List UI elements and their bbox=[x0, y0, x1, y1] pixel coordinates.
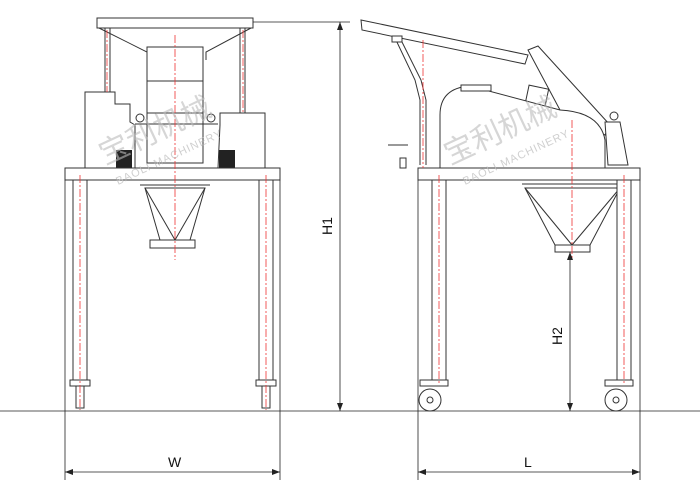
dimension-lines bbox=[64, 21, 641, 480]
side-wheel-left bbox=[418, 388, 442, 412]
side-table bbox=[417, 167, 641, 181]
front-view bbox=[64, 17, 281, 410]
front-motor-left bbox=[84, 91, 136, 168]
front-table bbox=[64, 167, 281, 181]
side-wheel-right bbox=[604, 388, 628, 412]
side-feed-tray bbox=[360, 19, 529, 65]
side-crusher-body bbox=[439, 85, 606, 169]
dimension-h1-label: H1 bbox=[319, 217, 335, 235]
dimension-w-label: W bbox=[168, 454, 182, 470]
front-hopper-top bbox=[96, 17, 254, 29]
side-discharge-cone bbox=[524, 187, 621, 246]
dimension-l-label: L bbox=[524, 454, 532, 470]
dimension-h2-label: H2 bbox=[549, 327, 565, 345]
side-view bbox=[360, 19, 641, 412]
